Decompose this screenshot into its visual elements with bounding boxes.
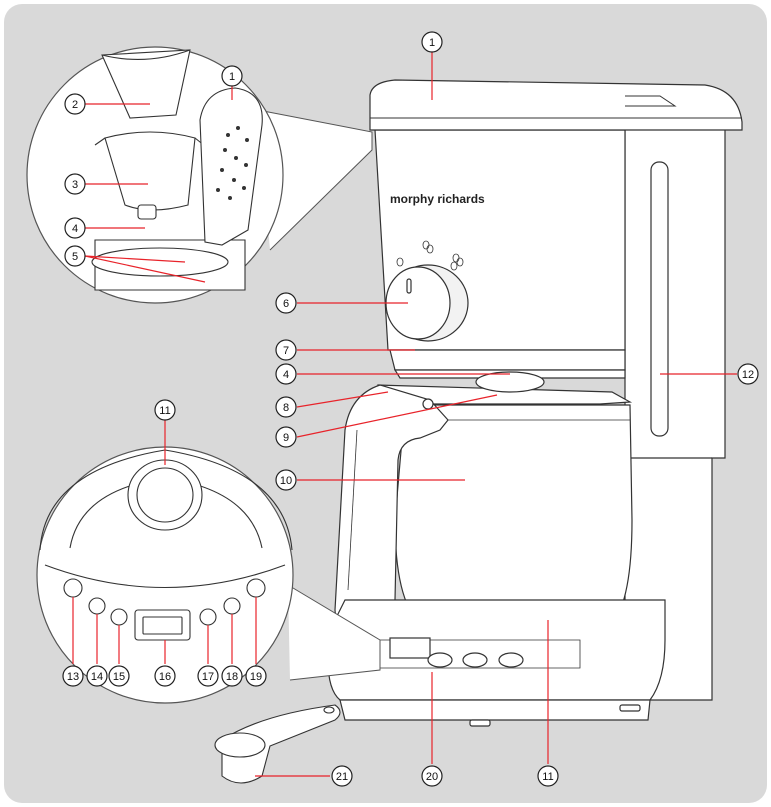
carafe[interactable] bbox=[394, 404, 633, 625]
callout-5: 5 bbox=[64, 245, 86, 267]
callout-18: 18 bbox=[221, 665, 243, 687]
callout-11: 11 bbox=[154, 399, 176, 421]
callout-label: 12 bbox=[742, 369, 754, 381]
lid-flap[interactable] bbox=[199, 87, 263, 246]
display-small bbox=[389, 637, 431, 659]
callout-label: 18 bbox=[226, 671, 238, 683]
measuring-scoop bbox=[214, 704, 341, 784]
callout-label: 16 bbox=[159, 671, 171, 683]
callout-10: 10 bbox=[275, 469, 297, 491]
callout-6: 6 bbox=[275, 292, 297, 314]
callout-1: 1 bbox=[221, 65, 243, 87]
callout-label: 6 bbox=[283, 298, 289, 310]
button-small-3[interactable] bbox=[498, 652, 524, 668]
callout-11: 11 bbox=[537, 765, 559, 787]
control-zoom-callout bbox=[36, 446, 381, 704]
filter-assembly-parts bbox=[91, 49, 263, 291]
callout-label: 1 bbox=[229, 71, 235, 83]
coffee-bean-strength-icons bbox=[396, 240, 464, 271]
button-14[interactable] bbox=[88, 597, 106, 615]
callout-label: 11 bbox=[542, 771, 553, 783]
callout-label: 3 bbox=[72, 179, 78, 191]
callout-16: 16 bbox=[154, 665, 176, 687]
callout-2: 2 bbox=[64, 93, 86, 115]
control-panel-zoom bbox=[39, 449, 293, 641]
brand-label: morphy richards bbox=[390, 192, 485, 206]
callout-label: 20 bbox=[426, 771, 438, 783]
callout-label: 8 bbox=[283, 402, 289, 414]
callout-label: 21 bbox=[336, 771, 348, 783]
callout-14: 14 bbox=[86, 665, 108, 687]
button-19[interactable] bbox=[246, 578, 266, 598]
callout-13: 13 bbox=[62, 665, 84, 687]
callout-8: 8 bbox=[275, 396, 297, 418]
drip-stop-band bbox=[389, 349, 626, 371]
callout-1: 1 bbox=[421, 31, 443, 53]
button-17[interactable] bbox=[199, 608, 217, 626]
callout-label: 19 bbox=[250, 671, 262, 683]
callout-4: 4 bbox=[64, 217, 86, 239]
callout-label: 11 bbox=[159, 405, 170, 417]
button-18[interactable] bbox=[223, 597, 241, 615]
paper-filter bbox=[101, 49, 191, 119]
callout-label: 7 bbox=[283, 345, 289, 357]
callout-label: 17 bbox=[202, 671, 214, 683]
callout-label: 14 bbox=[91, 671, 103, 683]
callout-21: 21 bbox=[331, 765, 353, 787]
callout-4: 4 bbox=[275, 363, 297, 385]
water-level-window bbox=[650, 161, 669, 437]
callout-12: 12 bbox=[737, 363, 759, 385]
callout-9: 9 bbox=[275, 426, 297, 448]
callout-label: 10 bbox=[280, 475, 292, 487]
callout-7: 7 bbox=[275, 339, 297, 361]
callout-label: 4 bbox=[72, 223, 78, 235]
power-icon[interactable] bbox=[63, 578, 83, 598]
callout-label: 4 bbox=[283, 369, 289, 381]
callout-20: 20 bbox=[421, 765, 443, 787]
callout-label: 15 bbox=[113, 671, 125, 683]
button-small-2[interactable] bbox=[462, 652, 488, 668]
callout-label: 5 bbox=[72, 251, 78, 263]
callout-15: 15 bbox=[108, 665, 130, 687]
callout-label: 9 bbox=[283, 432, 289, 444]
callout-19: 19 bbox=[245, 665, 267, 687]
callout-17: 17 bbox=[197, 665, 219, 687]
callout-lines bbox=[72, 52, 737, 777]
button-small-1[interactable] bbox=[427, 652, 453, 668]
strength-dial[interactable] bbox=[385, 264, 469, 342]
lid bbox=[369, 79, 743, 131]
callout-label: 13 bbox=[67, 671, 79, 683]
callout-label: 1 bbox=[429, 37, 435, 49]
button-15[interactable] bbox=[110, 608, 128, 626]
coffee-maker bbox=[327, 79, 743, 727]
callout-label: 2 bbox=[72, 99, 78, 111]
callout-3: 3 bbox=[64, 173, 86, 195]
